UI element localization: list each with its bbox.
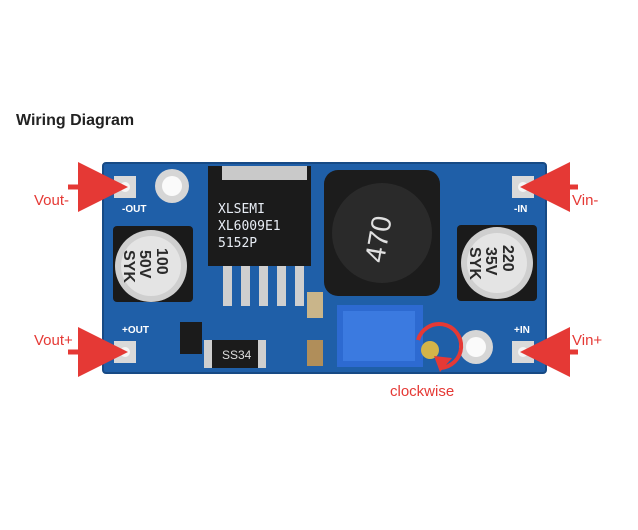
svg-text:XL6009E1: XL6009E1 bbox=[218, 219, 281, 234]
svg-text:220: 220 bbox=[499, 245, 516, 272]
resistor bbox=[307, 340, 323, 366]
svg-text:35V: 35V bbox=[482, 247, 499, 276]
svg-text:SYK: SYK bbox=[466, 247, 483, 280]
pad-vin-minus bbox=[512, 176, 534, 198]
silk-out-minus: -OUT bbox=[122, 204, 146, 215]
resistor bbox=[307, 292, 323, 318]
silk-out-plus: +OUT bbox=[122, 325, 149, 336]
diode: SS34 bbox=[204, 340, 266, 368]
regulator-chip: XLSEMI XL6009E1 5152P bbox=[208, 166, 311, 306]
svg-text:100: 100 bbox=[153, 248, 170, 275]
label-vin-plus: Vin+ bbox=[572, 332, 603, 349]
silk-in-plus: +IN bbox=[514, 325, 530, 336]
svg-text:50V: 50V bbox=[136, 250, 153, 279]
pad-vout-minus bbox=[114, 176, 136, 198]
svg-text:XLSEMI: XLSEMI bbox=[218, 202, 265, 217]
silk-in-minus: -IN bbox=[514, 204, 527, 215]
label-vout-plus: Vout+ bbox=[34, 332, 73, 349]
capacitor-right: 220 35V SYK bbox=[457, 225, 537, 301]
label-vin-minus: Vin- bbox=[572, 192, 599, 209]
diagram-title: Wiring Diagram bbox=[16, 112, 135, 129]
pad-vout-plus bbox=[114, 341, 136, 363]
svg-text:5152P: 5152P bbox=[218, 236, 257, 251]
svg-text:SS34: SS34 bbox=[222, 348, 252, 362]
adjust-screw-icon bbox=[421, 341, 439, 359]
svg-text:SYK: SYK bbox=[120, 250, 137, 283]
capacitor-left: 100 50V SYK bbox=[113, 226, 193, 302]
label-clockwise: clockwise bbox=[390, 383, 455, 400]
inductor: 470 bbox=[324, 170, 440, 296]
potentiometer bbox=[337, 305, 439, 367]
clockwise-arrow-icon bbox=[416, 322, 464, 372]
label-vout-minus: Vout- bbox=[34, 192, 70, 209]
small-cap bbox=[180, 322, 202, 354]
pad-vin-plus bbox=[512, 341, 534, 363]
